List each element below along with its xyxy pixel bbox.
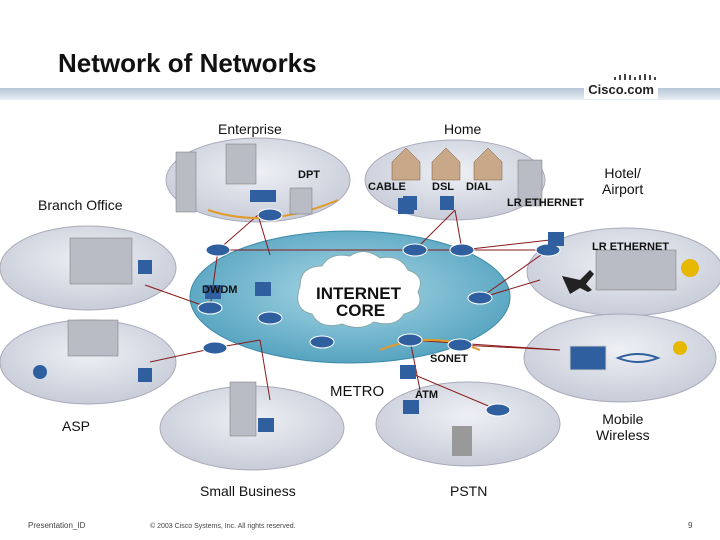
building-icon	[229, 381, 257, 437]
router-icon	[205, 243, 231, 257]
router-icon	[485, 403, 511, 417]
label-mobile-wireless: Mobile Wireless	[596, 411, 650, 443]
house-icon	[391, 147, 421, 181]
link-lines	[144, 209, 561, 411]
router-icon	[402, 243, 428, 257]
router-icon	[447, 338, 473, 352]
footer-copyright: © 2003 Cisco Systems, Inc. All rights re…	[150, 523, 296, 530]
title-rule	[0, 88, 720, 100]
label-enterprise: Enterprise	[218, 121, 282, 137]
label-asp: ASP	[62, 418, 91, 434]
routers	[197, 208, 561, 417]
switch-icon	[258, 418, 274, 432]
airplane-icon	[562, 270, 594, 294]
label-pstn: PSTN	[450, 483, 488, 499]
building-icon	[595, 249, 677, 291]
server-icon	[33, 365, 47, 379]
router-icon	[257, 311, 283, 325]
network-diagram	[0, 137, 720, 471]
building-icon	[517, 159, 543, 207]
switch-icon	[548, 232, 564, 246]
internet-cloud	[297, 251, 421, 328]
wireless-antenna-icon	[569, 345, 607, 371]
switch-icon	[400, 365, 416, 379]
router-icon	[257, 208, 283, 222]
brand-link[interactable]: Cisco.com	[584, 80, 658, 99]
label-dwdm: DWDM	[202, 284, 238, 296]
switch-icon	[440, 196, 454, 210]
building-icon	[67, 319, 119, 357]
phone-icon	[452, 426, 472, 456]
router-icon	[309, 335, 335, 349]
page-title: Network of Networks	[58, 48, 317, 78]
house-icon	[473, 147, 503, 181]
switch-icon	[138, 368, 152, 382]
label-metro: METRO	[330, 383, 385, 400]
label-dsl: DSL	[432, 181, 454, 193]
switch-icon	[138, 260, 152, 274]
label-hotel-airport: Hotel/ Airport	[602, 165, 644, 197]
building-icon	[175, 151, 197, 213]
router-icon	[467, 291, 493, 305]
switch-icon	[255, 282, 271, 296]
building-icon	[225, 143, 257, 185]
label-dial: DIAL	[466, 181, 492, 193]
building-icon	[289, 187, 313, 215]
router-icon	[197, 301, 223, 315]
label-cable: CABLE	[368, 181, 406, 193]
mobile-user-icon	[673, 341, 687, 355]
router-icon	[397, 333, 423, 347]
building-icon	[69, 237, 133, 285]
footer-presentation-id: Presentation_ID	[28, 521, 86, 530]
label-sonet: SONET	[430, 353, 468, 365]
devices	[33, 198, 699, 456]
label-internet: INTERNET	[316, 284, 401, 303]
houses	[391, 147, 503, 181]
label-branch-office: Branch Office	[38, 197, 123, 213]
label-dpt: DPT	[298, 169, 320, 181]
switch-icon	[250, 190, 276, 202]
footer-page-number: 9	[688, 521, 693, 530]
buildings	[67, 143, 677, 437]
router-icon	[449, 243, 475, 257]
router-icon	[202, 341, 228, 355]
wireless-signal-icon	[615, 353, 661, 363]
house-icon	[431, 147, 461, 181]
switch-icon	[403, 400, 419, 414]
label-home: Home	[444, 121, 482, 137]
cisco-logo-icon	[614, 74, 656, 80]
traveler-icon	[681, 259, 699, 277]
label-core: CORE	[336, 301, 386, 320]
label-atm: ATM	[415, 389, 439, 401]
modem-icon	[398, 198, 414, 214]
label-lr-ethernet-top: LR ETHERNET	[507, 197, 584, 209]
switch-icon	[205, 285, 221, 299]
label-lr-ethernet-right: LR ETHERNET	[592, 241, 669, 253]
pstn-disc	[375, 381, 561, 467]
label-small-business: Small Business	[200, 483, 296, 499]
